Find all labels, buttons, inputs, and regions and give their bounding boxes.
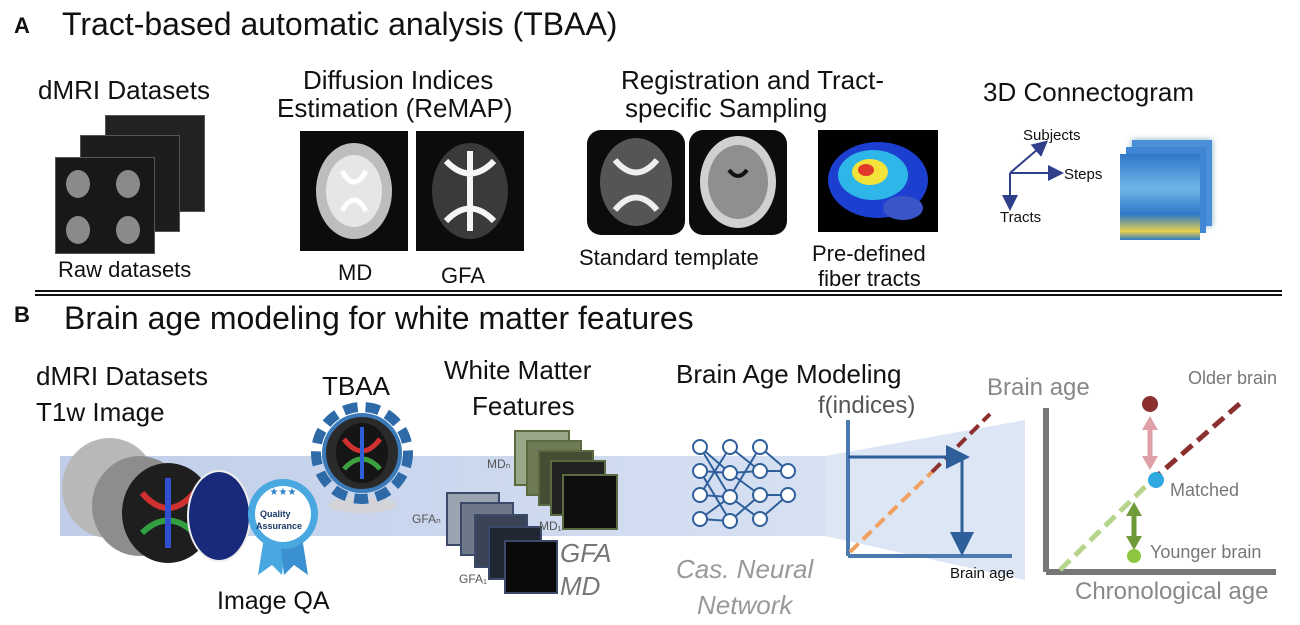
diffusion-indices-title-2: Estimation (ReMAP) (277, 93, 513, 123)
axis-steps-label: Steps (1064, 166, 1103, 183)
mapping-plot (846, 412, 1012, 558)
mapping-plot-x-label: Brain age (950, 565, 1015, 582)
younger-brain-label: Younger brain (1150, 542, 1262, 562)
panel-a-letter: A (14, 13, 30, 38)
image-qa-caption: Image QA (217, 587, 330, 615)
wm-features-label-1: White Matter (444, 355, 592, 385)
brain-age-axis-label: Brain age (987, 374, 1090, 401)
registration-title-2: specific Sampling (625, 93, 828, 123)
connectogram-axes (1002, 140, 1064, 211)
fiber-tracts-caption-2: fiber tracts (818, 266, 921, 291)
dmri-datasets-title: dMRI Datasets (38, 75, 210, 105)
input-brain-stack (62, 438, 251, 563)
qa-badge-text-1: Quality (260, 509, 291, 519)
older-brain-label: Older brain (1188, 368, 1278, 388)
brain-age-plot (1043, 396, 1276, 575)
raw-datasets-caption: Raw datasets (58, 257, 192, 282)
connectogram-title: 3D Connectogram (983, 77, 1194, 107)
template-fa-image (587, 130, 685, 235)
fiber-tracts-caption-1: Pre-defined (812, 241, 926, 266)
f-indices-label: f(indices) (818, 392, 916, 419)
neural-network-diagram (692, 439, 796, 529)
md-1-label: MD₁ (539, 519, 562, 533)
panel-b-title: Brain age modeling for white matter feat… (64, 300, 694, 336)
section-divider-2 (35, 294, 1282, 296)
gfa-feature-stack (446, 492, 558, 594)
tbaa-gear-icon (311, 402, 413, 513)
standard-template-caption: Standard template (579, 245, 759, 270)
tbaa-label: TBAA (322, 371, 390, 401)
panel-b-letter: B (14, 302, 30, 327)
gfa-big-label: GFA (560, 538, 612, 568)
fiber-tracts-image (818, 130, 938, 232)
brain-age-modeling-title: Brain Age Modeling (676, 359, 902, 389)
qa-badge-text-2: Assurance (256, 521, 303, 531)
nn-label-1: Cas. Neural (676, 554, 814, 584)
axis-tracts-label: Tracts (1000, 209, 1042, 226)
older-brain-point (1142, 396, 1158, 412)
md-brain-image (300, 131, 408, 251)
nn-label-2: Network (697, 590, 793, 620)
axis-subjects-label: Subjects (1023, 127, 1081, 144)
chronological-age-label: Chronological age (1075, 578, 1269, 605)
raw-datasets-stack (55, 115, 205, 255)
md-n-label: MDₙ (487, 457, 511, 471)
matched-point (1148, 472, 1164, 488)
template-t1-image (689, 130, 787, 235)
matched-label: Matched (1170, 480, 1240, 500)
section-divider (35, 290, 1282, 292)
pipeline-band-fan (825, 420, 1025, 580)
connectogram-volume (1120, 140, 1215, 240)
md-caption: MD (338, 260, 373, 285)
gfa-n-label: GFAₙ (412, 512, 441, 526)
gfa-caption: GFA (441, 263, 486, 288)
wm-features-label-2: Features (472, 391, 575, 421)
diffusion-indices-title-1: Diffusion Indices (303, 65, 494, 95)
svg-text:★★★: ★★★ (270, 487, 297, 498)
younger-brain-point (1127, 549, 1141, 563)
registration-title-1: Registration and Tract- (621, 65, 885, 95)
panel-a-title: Tract-based automatic analysis (TBAA) (62, 6, 618, 42)
md-big-label: MD (560, 571, 601, 601)
datasets-label-2: T1w Image (36, 397, 165, 427)
quality-assurance-badge-icon: ★★★ (248, 479, 318, 575)
md-feature-stack (514, 430, 618, 530)
datasets-label-1: dMRI Datasets (36, 361, 208, 391)
gfa-brain-image (416, 131, 524, 251)
gfa-1-label: GFA₁ (459, 572, 488, 586)
